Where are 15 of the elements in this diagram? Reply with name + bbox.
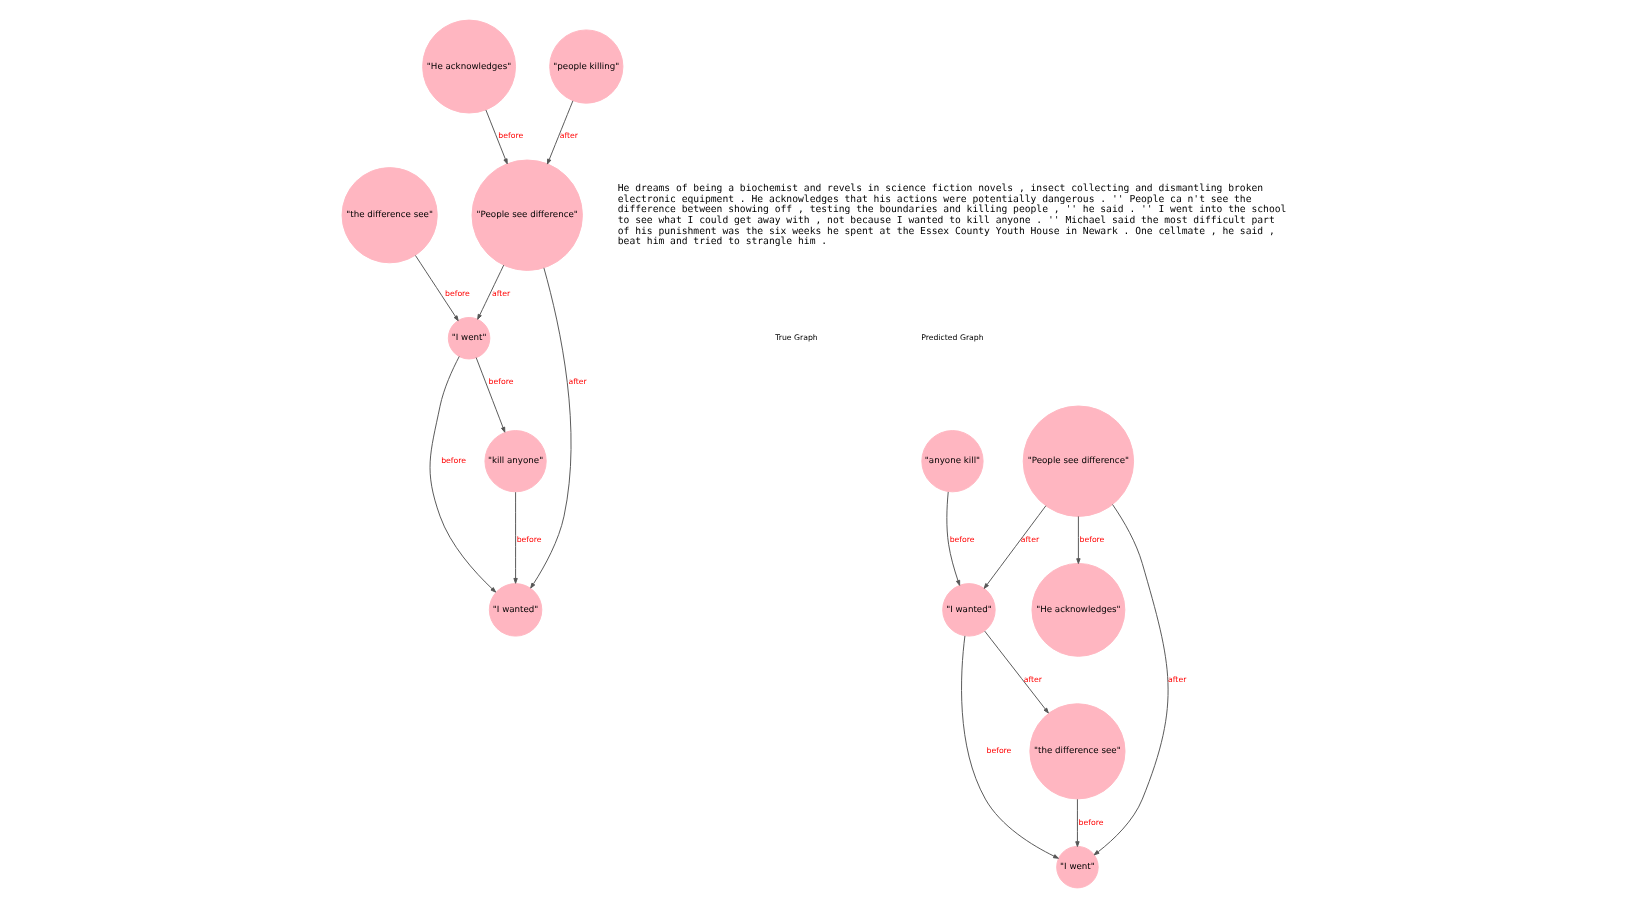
arrow bbox=[512, 491, 517, 584]
arrow bbox=[1074, 798, 1079, 848]
arrow bbox=[982, 505, 1046, 589]
arrow bbox=[476, 264, 504, 320]
arrow bbox=[983, 630, 1048, 714]
arrow bbox=[945, 491, 960, 586]
arrow bbox=[529, 267, 571, 589]
arrow bbox=[484, 109, 507, 165]
arrow bbox=[428, 355, 496, 593]
arrow bbox=[1075, 515, 1080, 565]
arrow bbox=[474, 357, 505, 433]
arrow bbox=[545, 100, 573, 165]
arrow bbox=[1092, 504, 1168, 856]
arrow bbox=[960, 635, 1058, 859]
arrow bbox=[413, 255, 458, 322]
